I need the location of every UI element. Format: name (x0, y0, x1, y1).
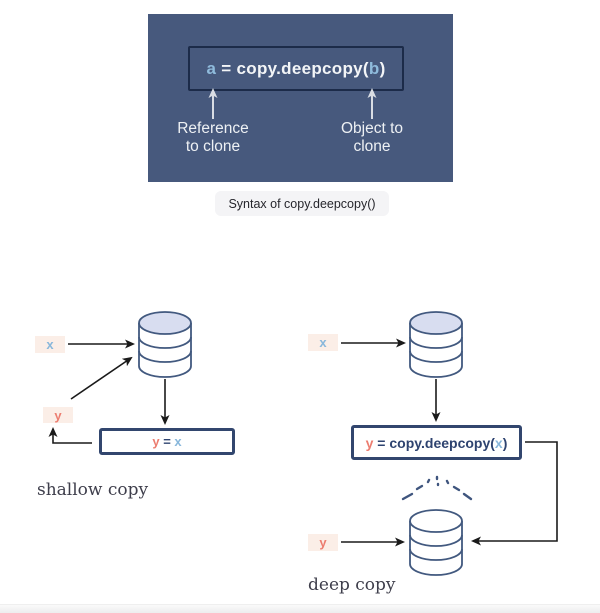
shallow-y-label: y (43, 407, 73, 423)
sparkle-burst-icon (401, 475, 473, 501)
code-var-a: a (206, 58, 217, 78)
deep-equation-box: y = copy.deepcopy(x) (351, 425, 522, 460)
deep-y-label: y (308, 534, 338, 551)
shallow-box-to-y-arrow (48, 427, 92, 444)
object-to-clone-label: Object to clone (340, 120, 404, 156)
syntax-panel: a = copy.deepcopy(b) Reference to clone … (148, 14, 453, 182)
shallow-x-label: x (35, 336, 65, 353)
deep-db-source-icon (409, 311, 463, 378)
deep-db-copy-icon (409, 509, 463, 576)
code-mid: = copy.deepcopy( (216, 58, 369, 78)
code-text: a = copy.deepcopy(b) (206, 59, 385, 79)
code-close: ) (379, 58, 386, 78)
code-box: a = copy.deepcopy(b) (188, 46, 404, 91)
shallow-db-icon (138, 311, 192, 378)
shallow-equation-box: y = x (99, 428, 235, 455)
deep-x-label: x (308, 334, 338, 351)
footer-strip (0, 604, 600, 613)
deep-copy-title: deep copy (308, 575, 396, 595)
reference-to-clone-label: Reference to clone (177, 120, 249, 156)
shallow-copy-title: shallow copy (37, 480, 149, 500)
caption-pill: Syntax of copy.deepcopy() (215, 191, 389, 216)
shallow-y-to-db-arrow (70, 356, 133, 400)
code-var-b: b (368, 58, 380, 78)
